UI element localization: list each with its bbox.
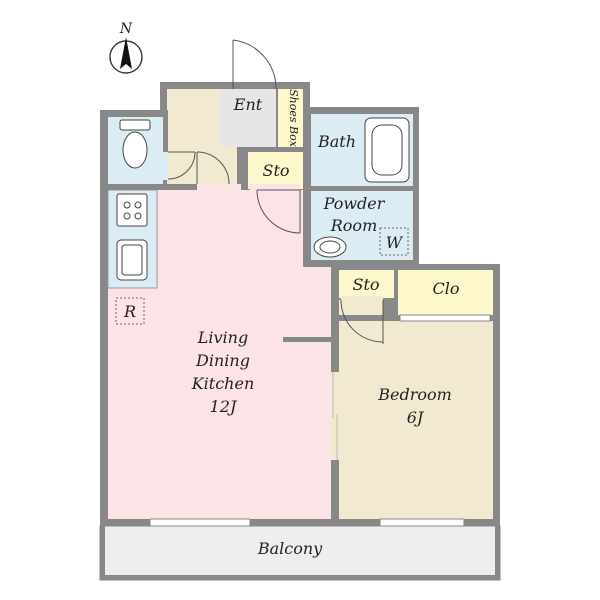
entrance-label: Ent bbox=[233, 95, 263, 114]
kitchen-sink-icon bbox=[116, 239, 148, 281]
balcony-wall-right bbox=[495, 526, 500, 580]
ldk-label-1: Living bbox=[197, 328, 248, 347]
shoes-box-label: Shoes Box bbox=[287, 89, 300, 148]
bedroom-size-label: 6J bbox=[407, 408, 425, 427]
sto-door-gap bbox=[250, 184, 300, 190]
north-arrow-icon bbox=[120, 37, 132, 69]
balcony-wall-bottom bbox=[100, 575, 500, 580]
bedroom-sto-gap bbox=[341, 296, 383, 301]
bathtub-icon bbox=[364, 117, 410, 183]
powder-label-1: Powder bbox=[323, 194, 386, 213]
ldk-label-3: Kitchen bbox=[191, 374, 255, 393]
door-swings bbox=[167, 39, 384, 344]
bedroom-label: Bedroom bbox=[377, 385, 452, 404]
shoes-box bbox=[278, 89, 303, 147]
ldk-label-2: Dining bbox=[195, 351, 250, 370]
compass-label: N bbox=[119, 21, 133, 37]
storage-bedroom-label: Sto bbox=[352, 275, 379, 294]
stove-icon bbox=[116, 193, 148, 227]
refrigerator-space bbox=[115, 297, 145, 325]
hall-door-gap bbox=[197, 184, 241, 190]
sliding-doors bbox=[332, 372, 338, 460]
bedroom bbox=[339, 321, 493, 519]
ldk-size-label: 12J bbox=[210, 397, 238, 416]
powder-label-2: Room bbox=[330, 216, 377, 235]
storage-top bbox=[248, 152, 303, 189]
wash-basin-icon bbox=[313, 236, 347, 258]
bedroom-door-gap bbox=[331, 372, 339, 460]
closet bbox=[397, 270, 493, 315]
closet-label: Clo bbox=[433, 279, 460, 298]
balcony-label: Balcony bbox=[257, 539, 323, 558]
storage-bedroom bbox=[339, 270, 394, 298]
washer-space bbox=[379, 227, 409, 256]
toilet-door-gap bbox=[163, 152, 168, 180]
toilet-icon bbox=[119, 119, 151, 169]
bath-label: Bath bbox=[317, 132, 356, 151]
north-compass: N bbox=[109, 21, 143, 74]
balcony bbox=[99, 525, 501, 581]
washer-label: W bbox=[386, 233, 404, 252]
ldk-room bbox=[108, 190, 331, 519]
storage-top-label: Sto bbox=[262, 161, 289, 180]
balcony-wall-left bbox=[100, 526, 105, 580]
entrance-floor bbox=[220, 89, 276, 147]
windows bbox=[149, 314, 491, 527]
refrigerator-label: R bbox=[123, 302, 136, 321]
